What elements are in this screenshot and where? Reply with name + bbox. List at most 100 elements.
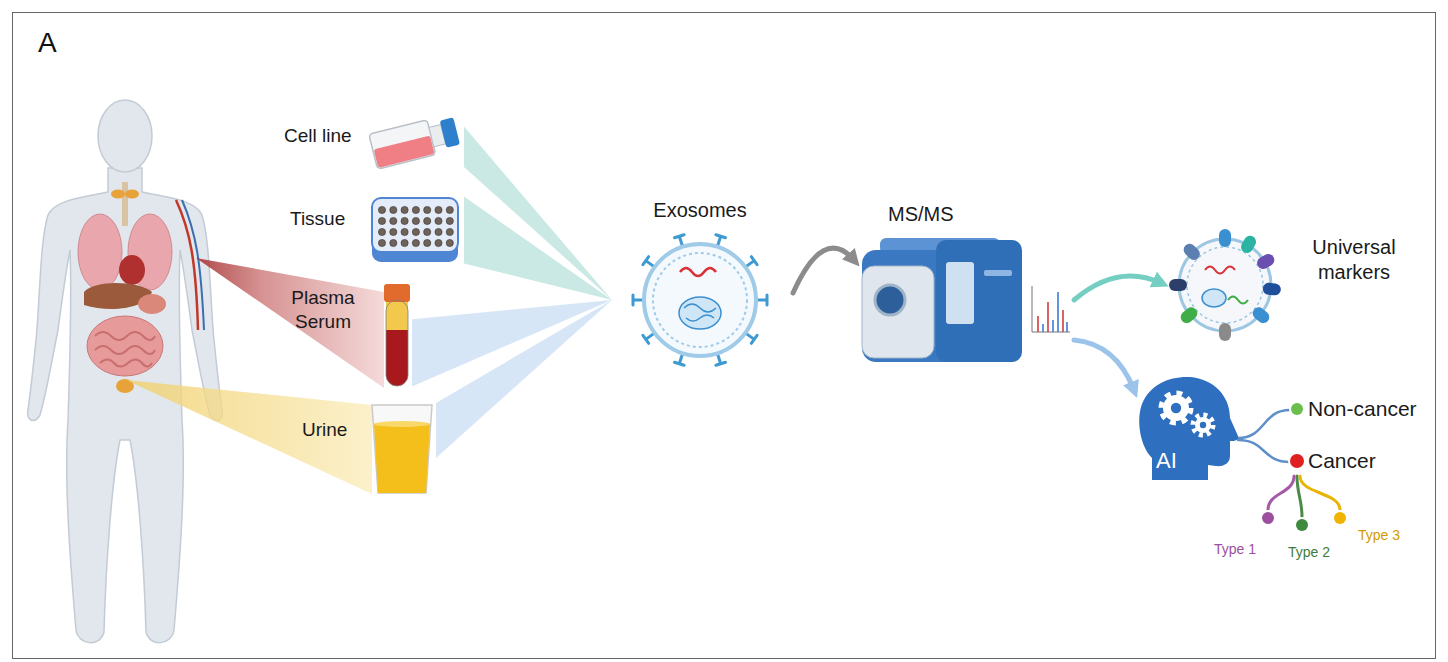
subtype-dot-icon-part [1260,510,1276,526]
universal-markers-icon-part-part-part [1219,229,1231,247]
human-body-part [138,294,166,314]
subtype-dot-icon-part-part [1332,510,1348,526]
node-label: Universal markers [1295,235,1413,285]
ms-instrument-icon-part-part [1057,292,1059,332]
universal-markers-icon-part-part [1262,282,1281,296]
sample-tissue-icon-part-part [372,198,458,252]
outcome-dot: Cancer [1290,448,1390,476]
sample-tissue-icon-part-part [390,206,397,213]
sample-tissue-icon-part-part [390,217,397,224]
ai-head-icon-part-part [1139,377,1238,480]
node-label: MS/MS [888,202,954,226]
outcome-dot-icon-part-part [1291,403,1303,415]
sample-urine-icon-part-part [374,421,430,427]
sample-tissue-icon-part-part [401,239,408,246]
human-body-part [122,182,128,226]
ai-head-icon-part-part [1163,395,1189,421]
plasma-beam [196,258,384,388]
universal-markers-icon-part-part-part [1262,282,1281,296]
ai-head: AI [1138,376,1238,480]
ms-instrument-icon-part-part [1042,324,1044,332]
human-body-part [119,255,145,285]
sample-tissue-icon-part-part [412,228,419,235]
exosome-node-icon-part-part [684,304,716,321]
sample-tissue-icon-part-part [378,206,385,213]
ms-instrument-icon-part-part [1032,286,1070,332]
universal-markers-icon-part-part-part [1239,234,1258,256]
ms-instrument-icon-part-part [1062,310,1064,332]
exosome-node-icon-part-part [632,295,635,305]
node-label: Cancer [1308,448,1376,474]
subtype-dot-icon-part [1294,517,1310,533]
node-label: Tissue [290,207,345,230]
sample-tissue-icon-part-part [401,206,408,213]
sample-tissue-icon-part-part [390,228,397,235]
sample-tissue-icon-part-part [435,228,442,235]
universal-markers-icon-part-part-part [1219,323,1231,341]
universal-markers-icon-part-part-part [1178,305,1200,326]
sample-tissue-icon-part-part [378,228,385,235]
universal-markers-icon-part-part [1178,305,1200,326]
outcome-dot-icon-part-part [1289,401,1305,417]
universal-markers-icon-part-part [1202,289,1226,307]
sample-tissue-icon-part-part [401,217,408,224]
universal-markers-icon-part-part-part [1250,305,1272,326]
ms-instrument-icon-part [862,238,1070,362]
node-label: Type 3 [1358,526,1400,544]
sample-urine-icon-part-part [372,405,432,493]
node-label: Type 1 [1214,540,1256,558]
flow-arrow [1074,276,1161,300]
sample-tissue-icon-part-part [446,206,453,213]
subtype-dot-icon-part-part [1296,519,1308,531]
ms-instrument-icon-part-part [1037,316,1039,332]
universal-markers: Universal markers [1165,225,1417,347]
sample-tissue-icon-part-part [424,206,431,213]
exosome-node-icon-part-part [675,362,685,365]
urine-beam [126,380,372,494]
sample-cell-line-icon-part [369,113,461,169]
sample-beam [464,197,612,300]
branch-line [1238,410,1290,438]
subtype-dot-icon-part [1332,510,1348,526]
universal-markers-icon-part-part [1219,229,1231,247]
subtype-dot: Type 1 [1212,510,1284,560]
exosome-node-icon-part-part [716,235,726,238]
outcome-dot-icon-part [1288,452,1306,470]
sample-cell-line-icon-part-part-part [369,120,436,169]
flow-arrow [793,248,854,293]
sample-tissue-icon-part-part [435,239,442,246]
sample-cell-line: Cell line [280,108,464,170]
branch-line [1268,476,1294,510]
sample-tissue-icon-part-part [424,239,431,246]
universal-markers-icon-part-part [1250,305,1272,326]
ms-instrument-icon-part-part [984,270,1012,276]
sample-tissue-icon-part-part [412,217,419,224]
universal-markers-icon-part-part [1169,279,1187,291]
ms-instrument-icon [858,200,1072,372]
node-label: Exosomes [612,198,788,222]
ms-instrument-icon-part-part [1047,302,1049,332]
node-label: Non-cancer [1308,396,1417,422]
sample-beam [464,127,612,300]
exosome-node-icon-part [633,235,767,366]
ai-head-icon-part-part [1195,417,1211,433]
universal-markers-icon-part-part [1219,323,1231,341]
branch-line [1238,440,1290,462]
sample-plasma-icon-part-part [386,300,408,386]
universal-markers-icon-part-part [1179,239,1271,331]
exosome-node-icon-part-part [644,244,756,356]
universal-markers-icon-part-part-part [1181,241,1202,262]
universal-markers-icon-part-part [1228,297,1248,304]
human-body-part [111,190,125,199]
universal-markers-icon-part-part-part [1255,252,1277,271]
subtype-dot-icon-part-part [1334,512,1346,524]
sample-tissue-icon-part-part [401,228,408,235]
panel-letter: A [38,26,57,60]
universal-markers-icon-part-part [1205,267,1235,274]
universal-markers-icon-part-part [1255,252,1277,271]
exosome-node-icon [612,198,788,392]
ai-head-icon-part [1139,377,1238,480]
human-body [28,100,223,643]
ms-instrument: MS/MS [858,200,1072,372]
branch-line [1300,476,1340,510]
